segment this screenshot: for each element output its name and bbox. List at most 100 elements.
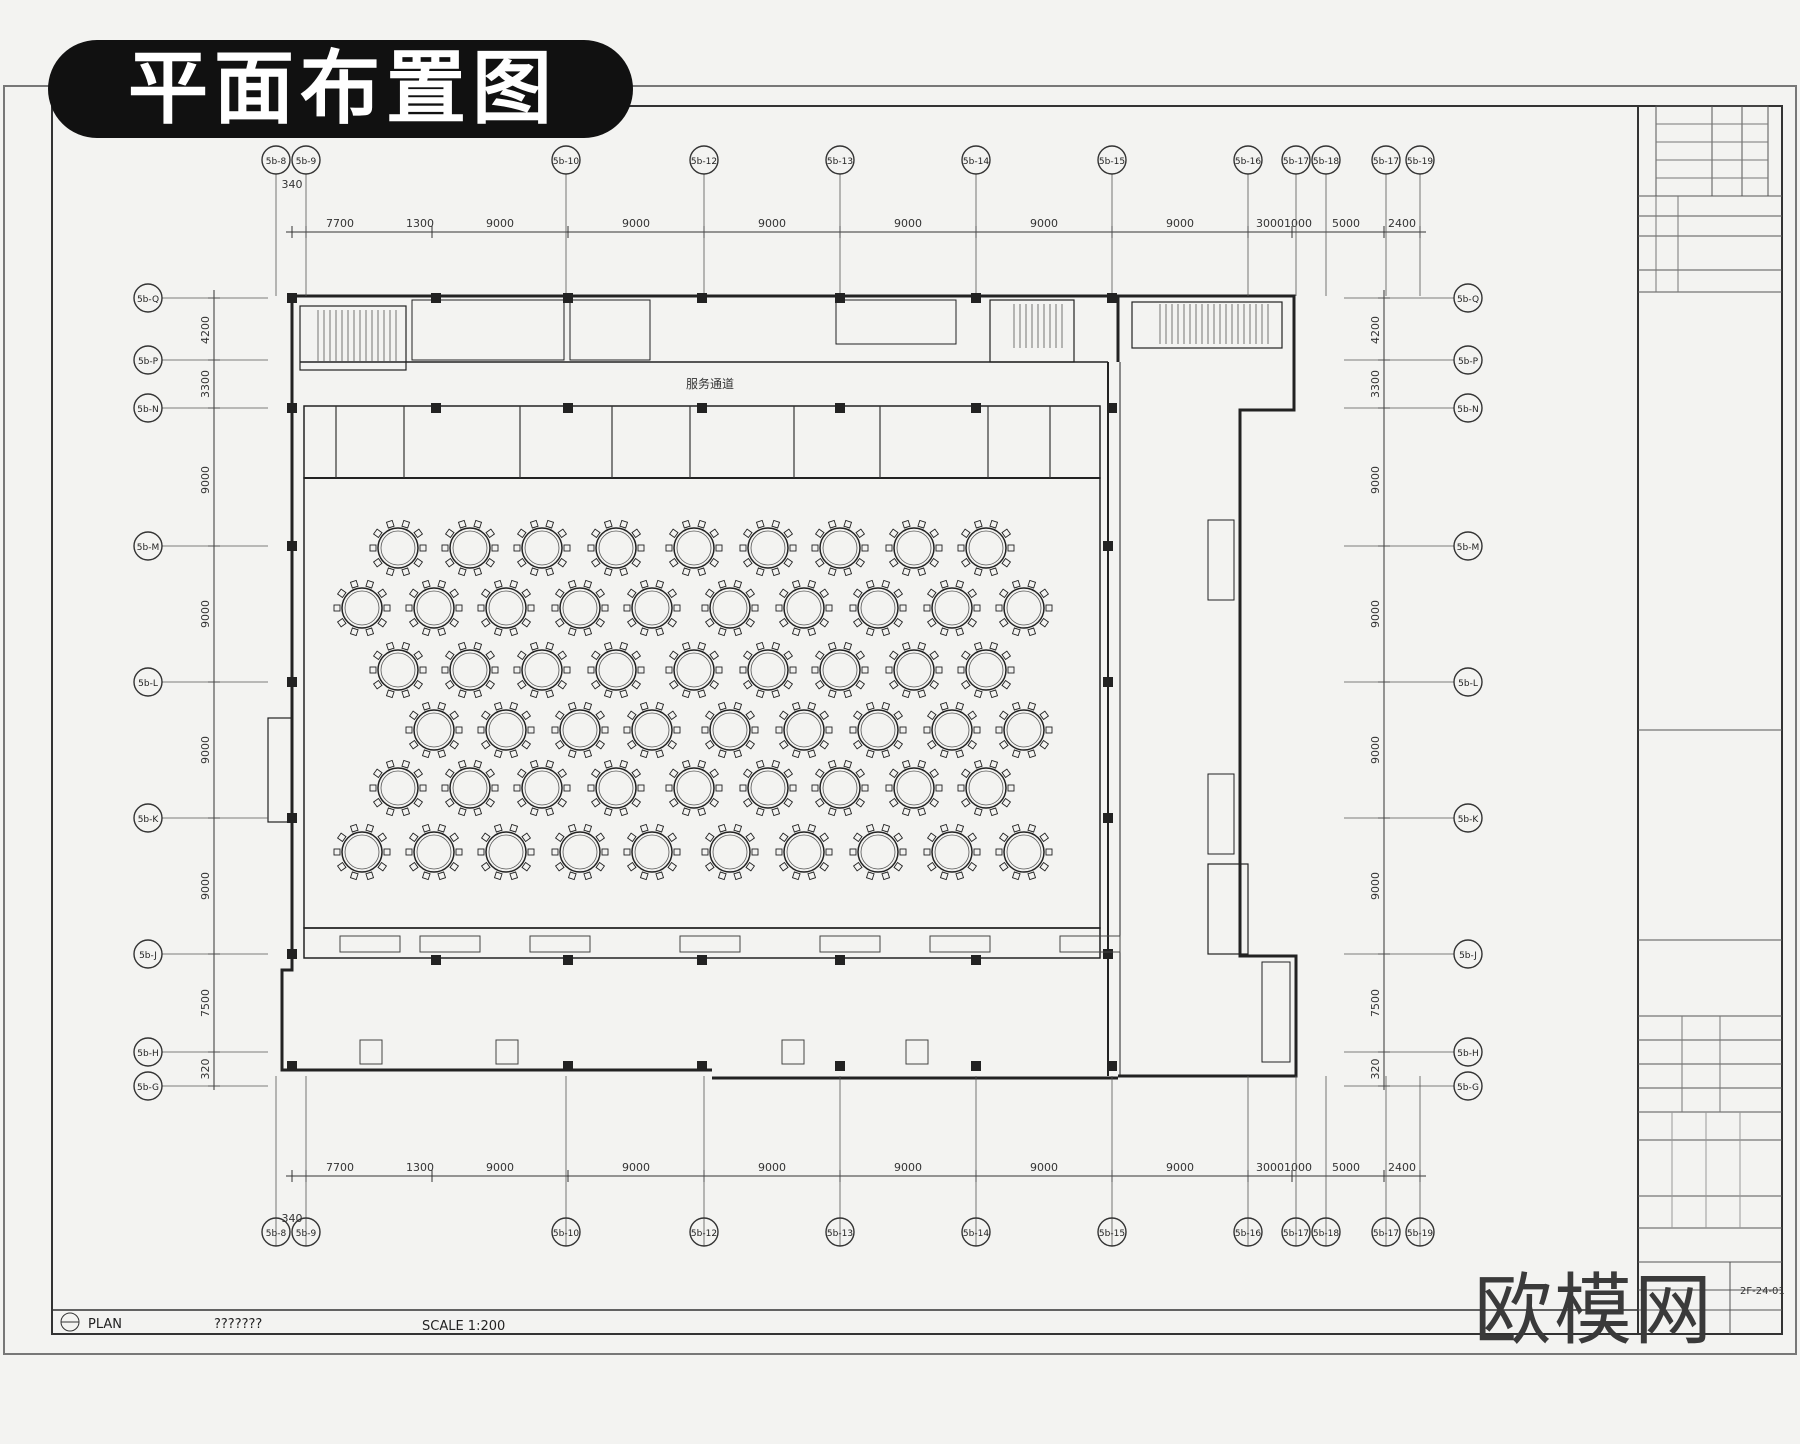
dimension-text: 9000: [758, 217, 786, 230]
round-table: [775, 823, 833, 881]
dimension-text: 9000: [1369, 872, 1382, 900]
round-table: [739, 759, 797, 817]
dimension-text: 9000: [1166, 1161, 1194, 1174]
round-table: [551, 823, 609, 881]
grid-bubble: [1453, 345, 1483, 375]
drawing-footer: PLAN ??????? SCALE 1:200: [52, 1309, 1638, 1334]
grid-label: 5b-14: [963, 157, 989, 167]
dimension-text: 4200: [1369, 316, 1382, 344]
footer-plan-label: PLAN: [88, 1317, 122, 1332]
service-counter: [819, 935, 881, 953]
column: [1103, 949, 1113, 959]
grid-label: 5b-G: [1457, 1083, 1479, 1093]
service-counter: [419, 935, 481, 953]
grid-bubble: [1453, 283, 1483, 313]
round-table: [739, 641, 797, 699]
round-table: [885, 759, 943, 817]
dimension-text: 9000: [199, 736, 212, 764]
grid-bubble: [825, 1217, 855, 1247]
grid-label: 5b-13: [827, 157, 853, 167]
dimension-text: 3300: [199, 370, 212, 398]
column: [287, 949, 297, 959]
grid-bubble: [689, 145, 719, 175]
column: [287, 1061, 297, 1071]
grid-bubble: [1281, 145, 1311, 175]
grid-label: 5b-M: [1457, 543, 1479, 553]
grid-label: 5b-Q: [137, 295, 159, 305]
grid-label: 5b-16: [1235, 1229, 1261, 1239]
grid-bubble: [1371, 145, 1401, 175]
grid-bubble: [1233, 1217, 1263, 1247]
title-block: 2F-24-01: [1637, 105, 1785, 1334]
service-counter: [339, 935, 401, 953]
round-table: [369, 519, 427, 577]
sheet-inner-border: [51, 105, 1783, 1335]
grid-bubble: [1405, 1217, 1435, 1247]
round-table: [477, 823, 535, 881]
grid-bubble: [291, 145, 321, 175]
building-walls: [267, 294, 1298, 1080]
dimension-text: 9000: [199, 872, 212, 900]
grid-label: 5b-M: [137, 543, 159, 553]
column: [287, 541, 297, 551]
dimension-text: 9000: [1030, 1161, 1058, 1174]
round-table: [405, 701, 463, 759]
round-table: [587, 759, 645, 817]
dimension-text: 7500: [199, 989, 212, 1017]
kiosk: [905, 1039, 929, 1065]
round-table: [405, 579, 463, 637]
grid-bubble: [133, 1071, 163, 1101]
grid-bubble: [261, 1217, 291, 1247]
grid-bubble: [133, 531, 163, 561]
grid-label: 5b-12: [691, 157, 717, 167]
service-counter: [1059, 935, 1121, 953]
grid-label: 5b-9: [296, 1229, 317, 1239]
column: [971, 1061, 981, 1071]
dimension-text: 4200: [199, 316, 212, 344]
grid-label: 5b-Q: [1457, 295, 1479, 305]
grid-label: 5b-J: [139, 951, 157, 961]
grid-label: 5b-10: [553, 1229, 579, 1239]
grid-bubble: [1281, 1217, 1311, 1247]
dimension-text: 320: [1369, 1059, 1382, 1080]
dimension-text: 7700: [326, 217, 354, 230]
round-table: [885, 519, 943, 577]
grid-bubble: [133, 283, 163, 313]
round-table: [513, 519, 571, 577]
dimension-text: 1300: [406, 217, 434, 230]
round-table: [923, 823, 981, 881]
kiosk: [359, 1039, 383, 1065]
dimension-text: 320: [199, 1059, 212, 1080]
round-table: [665, 759, 723, 817]
grid-bubble: [1453, 531, 1483, 561]
grid-label: 5b-12: [691, 1229, 717, 1239]
round-table: [369, 641, 427, 699]
grid-label: 5b-J: [1459, 951, 1477, 961]
grid-label: 5b-17: [1283, 157, 1309, 167]
grid-label: 5b-17: [1283, 1229, 1309, 1239]
grid-label: 5b-19: [1407, 157, 1433, 167]
sheet-outer-border: [3, 85, 1797, 1355]
round-table: [885, 641, 943, 699]
dimension-text: 2400: [1388, 1161, 1416, 1174]
dimension-text: 9000: [622, 1161, 650, 1174]
column: [697, 955, 707, 965]
grid-label: 5b-10: [553, 157, 579, 167]
round-table: [441, 519, 499, 577]
grid-label: 5b-13: [827, 1229, 853, 1239]
watermark-logo: 欧模网: [1474, 1266, 1715, 1356]
column: [287, 677, 297, 687]
drawing-number: 2F-24-01: [1740, 1286, 1785, 1297]
corridor-label: 服务通道: [686, 376, 734, 391]
grid-bubble: [133, 393, 163, 423]
room-partitions: [317, 304, 1269, 1065]
grid-bubble: [1405, 145, 1435, 175]
column: [1107, 293, 1117, 303]
round-table: [849, 579, 907, 637]
round-table: [513, 641, 571, 699]
footer-code-label: ???????: [214, 1317, 262, 1332]
dimension-text: 340: [282, 178, 303, 191]
round-table: [477, 701, 535, 759]
round-table: [957, 641, 1015, 699]
